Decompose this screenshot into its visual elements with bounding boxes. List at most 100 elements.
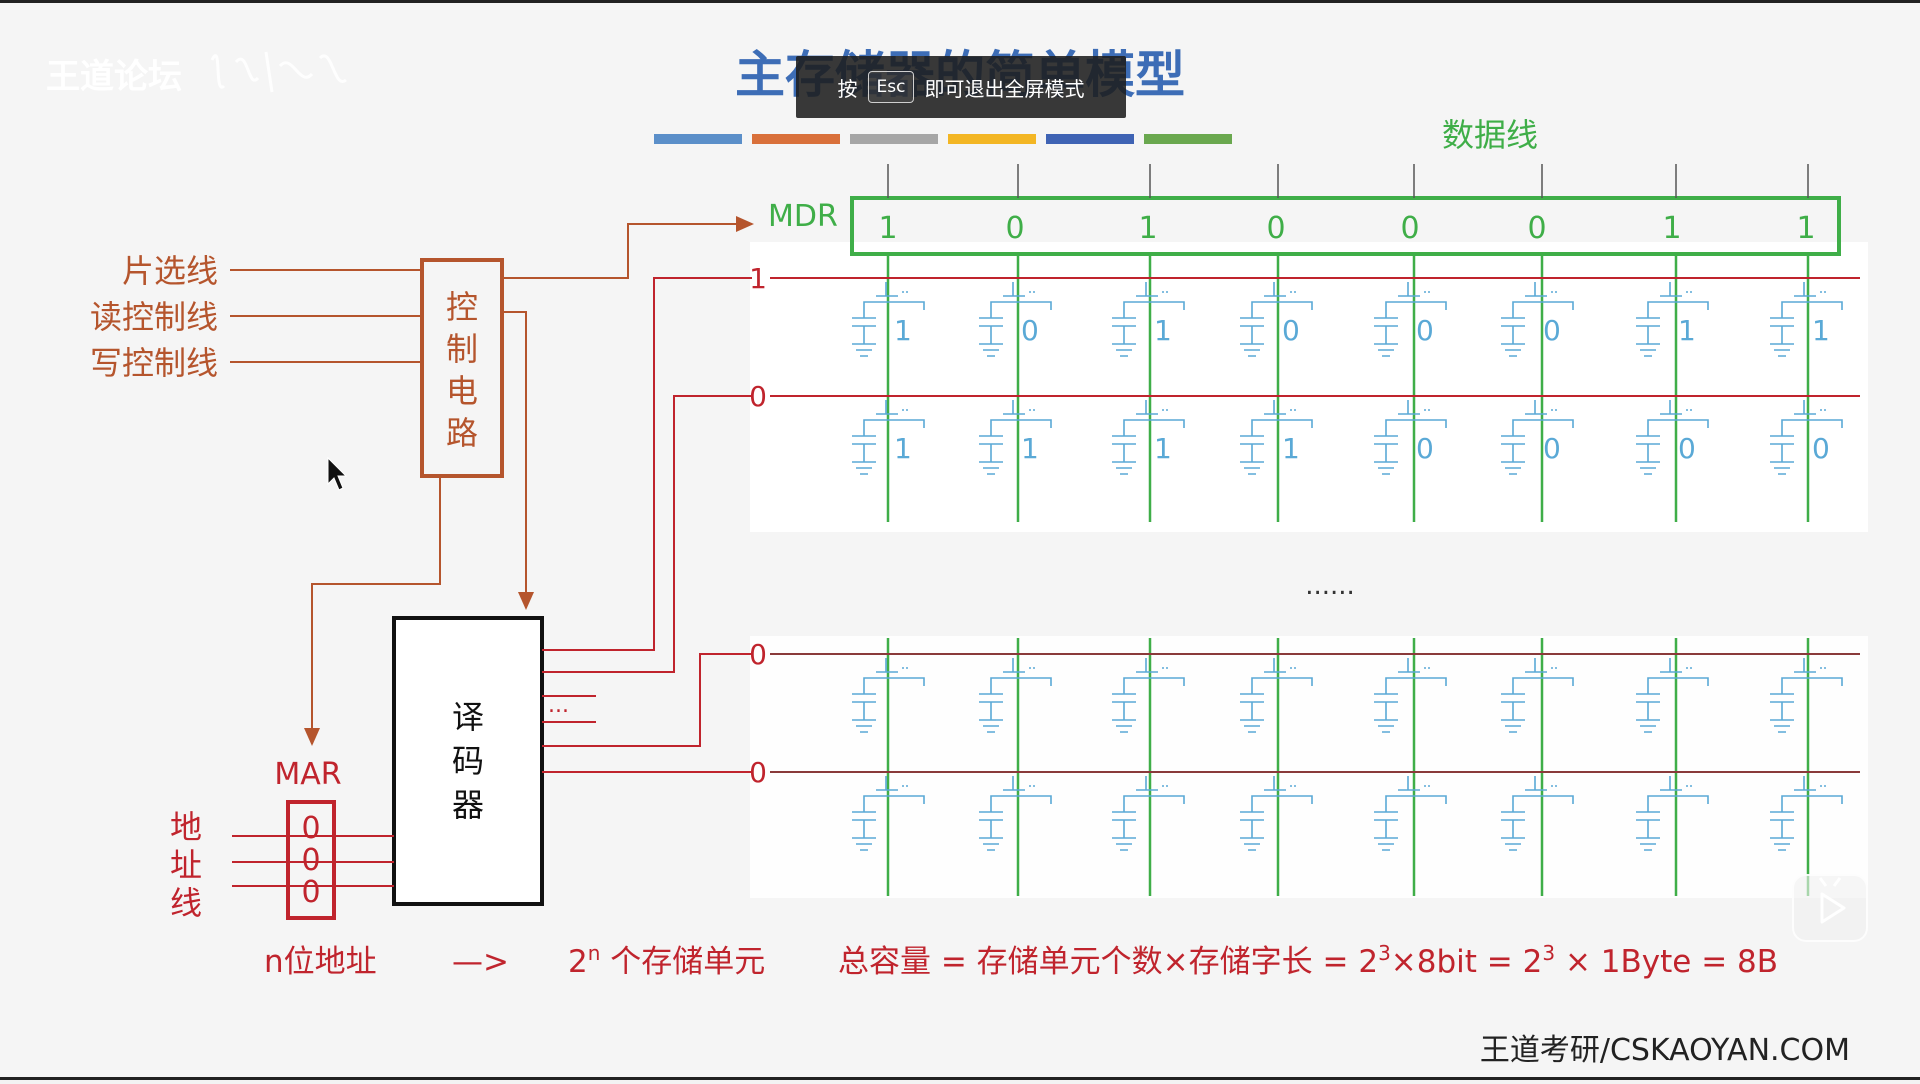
mar-bit: 0 (301, 811, 320, 846)
color-bar-segment (654, 134, 742, 144)
mdr-bit: 1 (1662, 211, 1681, 246)
memory-cell (1112, 282, 1185, 357)
memory-cell (1112, 658, 1185, 733)
cell-bit: 0 (1282, 314, 1300, 347)
control-circuit-box (420, 258, 504, 478)
memory-cell (1240, 776, 1313, 851)
memory-cell (1770, 282, 1843, 357)
memory-cell (1501, 658, 1574, 733)
address-line-char: 址 (170, 846, 202, 884)
formula-capacity-exp1: 3 (1378, 941, 1391, 965)
formula-capacity-b: ×8bit = 2 (1391, 944, 1543, 980)
memory-cell (1240, 400, 1313, 475)
address-line-char: 地 (170, 808, 202, 846)
memory-cell (1770, 400, 1843, 475)
memory-cell (979, 658, 1052, 733)
control-output-lines (304, 216, 754, 746)
mar-lines (232, 835, 394, 887)
memory-cell (1112, 400, 1185, 475)
data-line-label: 数据线 (1442, 116, 1538, 154)
memory-panel-top (750, 242, 1868, 532)
site-watermark: 王道考研/CSKAOYAN.COM (1480, 1033, 1850, 1068)
decoder-char: 器 (452, 786, 484, 824)
memory-cell (1374, 282, 1447, 357)
control-circuit-char: 控 (446, 288, 478, 326)
control-circuit-char: 电 (446, 372, 478, 410)
memory-cell (852, 282, 925, 357)
memory-cell (1501, 776, 1574, 851)
mar-register (286, 800, 336, 920)
mdr-bit: 0 (1400, 211, 1419, 246)
memory-cell (1240, 658, 1313, 733)
cell-bit: 1 (1678, 314, 1696, 347)
esc-key-badge: Esc (867, 71, 915, 103)
memory-cell (1501, 400, 1574, 475)
cell-bit: 0 (1543, 314, 1561, 347)
bottom-border (0, 1077, 1920, 1080)
cell-bit: 1 (1154, 432, 1172, 465)
memory-cell (1636, 776, 1709, 851)
esc-banner-prefix: 按 (837, 76, 858, 101)
mdr-register (850, 196, 1841, 256)
memory-cell (852, 658, 925, 733)
middle-ellipsis: ...... (1305, 571, 1355, 601)
play-button[interactable] (1792, 874, 1868, 942)
brand-watermark: 王道论坛 (46, 57, 182, 97)
mdr-label: MDR (768, 199, 838, 234)
memory-cell (1770, 658, 1843, 733)
formula-arrow: —> (452, 944, 509, 980)
play-icon (1818, 877, 1846, 924)
word-line-label: 0 (749, 638, 767, 671)
mdr-bit: 1 (1796, 211, 1815, 246)
decoder-char: 译 (452, 698, 484, 736)
formula-address-bits: n位地址 (264, 944, 377, 980)
memory-cell (1374, 400, 1447, 475)
word-line-label: 1 (749, 262, 767, 295)
cell-bit: 0 (1416, 432, 1434, 465)
control-input-lines (230, 269, 422, 363)
color-bar (654, 134, 1232, 144)
read-control-label: 读控制线 (90, 298, 218, 336)
data-line-ticks (887, 164, 1809, 198)
memory-cell (852, 776, 925, 851)
memory-cell (852, 400, 925, 475)
address-line-char: 线 (170, 884, 202, 922)
control-circuit-char: 路 (446, 414, 478, 452)
esc-banner-suffix: 即可退出全屏模式 (924, 76, 1085, 101)
formula-capacity-c: × 1Byte = 8B (1555, 944, 1778, 980)
bit-lines (886, 254, 1810, 896)
cell-bit: 1 (1812, 314, 1830, 347)
cell-bit: 0 (1416, 314, 1434, 347)
cell-bit: 0 (1021, 314, 1039, 347)
word-lines: 1 0 0 0 (749, 262, 1860, 789)
memory-cell (1240, 282, 1313, 357)
control-circuit-char: 制 (446, 330, 478, 368)
color-bar-segment (1144, 134, 1232, 144)
color-bar-segment (752, 134, 840, 144)
decoder-char: 码 (452, 742, 484, 780)
cell-bit: 1 (894, 314, 912, 347)
cell-bit: 1 (894, 432, 912, 465)
mdr-bit: 1 (1138, 211, 1157, 246)
memory-cell (1636, 400, 1709, 475)
mdr-bit: 0 (1527, 211, 1546, 246)
memory-cell (1374, 658, 1447, 733)
memory-cell (1501, 282, 1574, 357)
formula: n位地址 —> 2n 个存储单元 (264, 941, 765, 980)
write-control-label: 写控制线 (90, 344, 218, 382)
decoder-ellipsis: ... (548, 693, 569, 718)
fullscreen-exit-banner: 按 Esc 即可退出全屏模式 (796, 56, 1126, 118)
formula-capacity-exp2: 3 (1542, 941, 1555, 965)
top-border (0, 0, 1920, 3)
memory-cell (1112, 776, 1185, 851)
decoder-output-lines (542, 277, 752, 773)
mdr-bit: 1 (878, 211, 897, 246)
formula-cells-exponent: n (588, 941, 601, 965)
mar-label: MAR (274, 757, 341, 792)
cell-bit: 0 (1812, 432, 1830, 465)
word-line-label: 0 (749, 756, 767, 789)
